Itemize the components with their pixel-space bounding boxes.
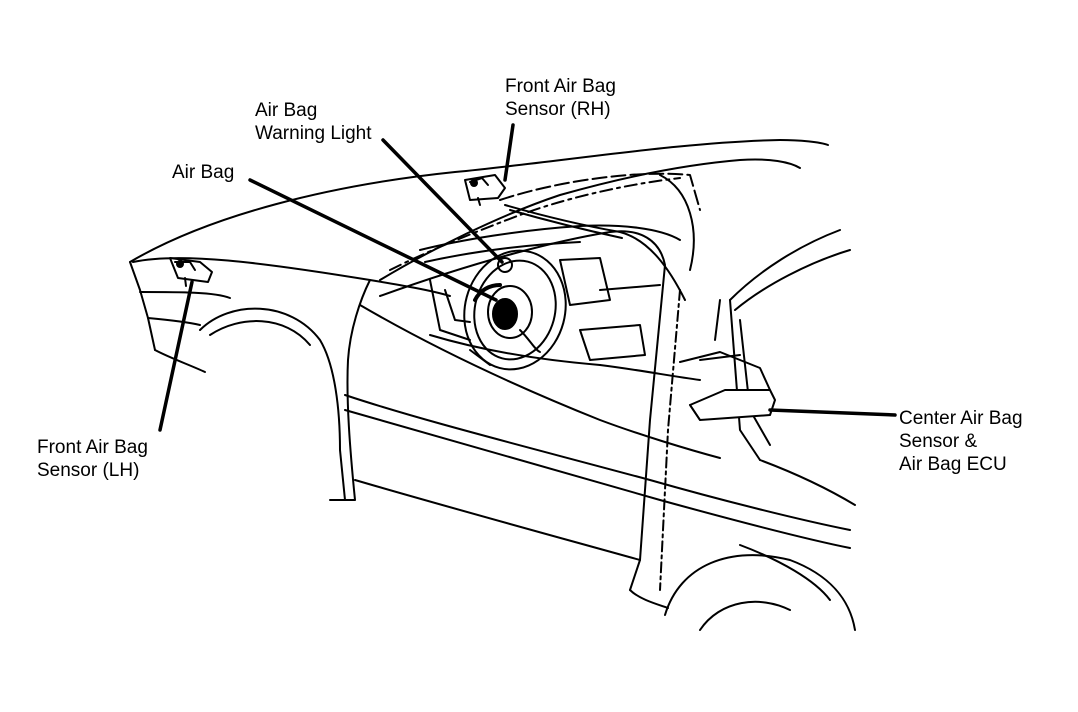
steering-wheel bbox=[463, 249, 567, 371]
front-lh-sensor bbox=[169, 257, 213, 287]
leader-lines bbox=[158, 123, 897, 432]
leader-line-center-sensor bbox=[768, 408, 897, 417]
windshield bbox=[379, 158, 801, 281]
air-bag-warning-light bbox=[497, 257, 513, 273]
leader-line-air-bag bbox=[248, 178, 498, 302]
label-center-air-bag-sensor-ecu: Center Air Bag Sensor & Air Bag ECU bbox=[899, 408, 1023, 475]
label-front-air-bag-sensor-rh: Front Air Bag Sensor (RH) bbox=[505, 76, 616, 120]
wiring-harness bbox=[504, 204, 686, 301]
dashboard bbox=[419, 224, 701, 381]
leader-line-warning-light bbox=[381, 138, 504, 264]
car-body-outline bbox=[129, 139, 856, 631]
front-rh-sensor bbox=[464, 174, 506, 206]
center-sensor-ecu bbox=[679, 351, 776, 421]
label-front-air-bag-sensor-lh: Front Air Bag Sensor (LH) bbox=[37, 437, 148, 481]
air-bag-module bbox=[487, 285, 533, 339]
label-air-bag-warning-light: Air Bag Warning Light bbox=[255, 100, 372, 144]
label-air-bag: Air Bag bbox=[172, 162, 235, 183]
leader-line-front-lh bbox=[158, 280, 194, 432]
leader-line-front-rh bbox=[503, 123, 515, 182]
